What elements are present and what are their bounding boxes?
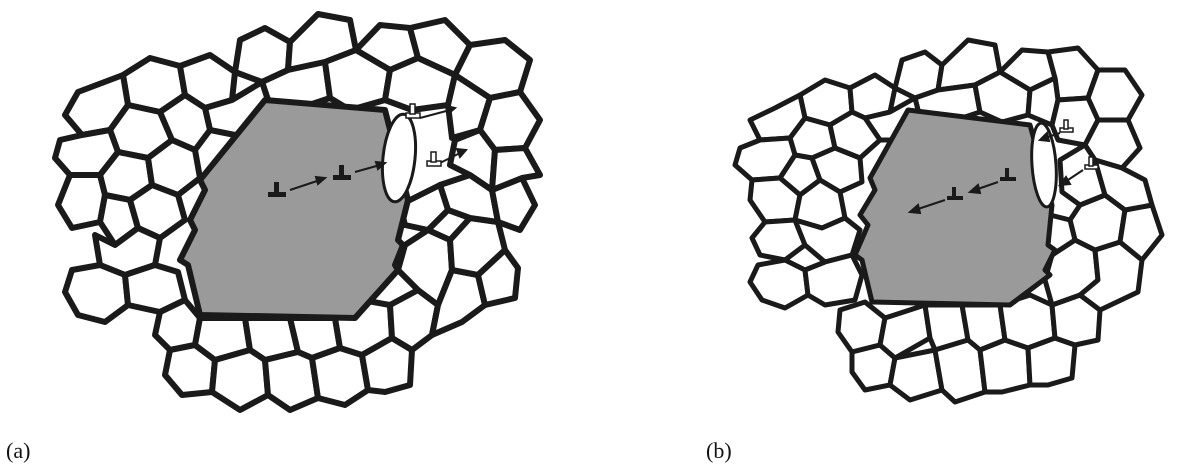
grain — [65, 265, 128, 322]
grain — [935, 340, 985, 402]
panel-a-diagram — [0, 0, 590, 471]
panel-b-diagram — [590, 0, 1181, 471]
panel-label-b: (b) — [706, 438, 732, 464]
grain — [750, 260, 808, 308]
panel-a: (a) — [0, 0, 590, 471]
panel-b: (b) — [590, 0, 1181, 471]
grain — [805, 255, 862, 305]
grain — [212, 350, 268, 410]
panel-label-a: (a) — [6, 438, 30, 464]
